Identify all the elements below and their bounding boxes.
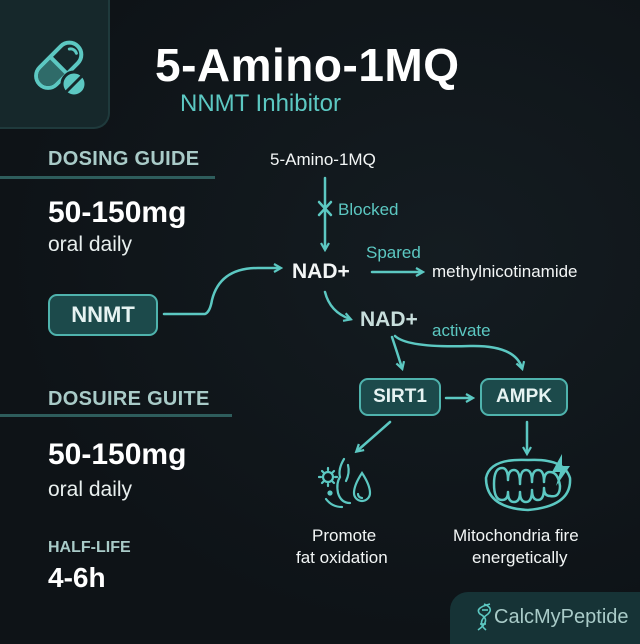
half-life-value: 4-6h: [48, 562, 106, 593]
outcome-mito-line1: Mitochondria fire: [453, 526, 579, 545]
divider: [0, 176, 215, 179]
activate-label: activate: [432, 321, 491, 340]
outcome-fat-line1: Promote: [312, 526, 377, 545]
nnmt-node: NNMT: [48, 294, 158, 336]
spared-label: Spared: [366, 243, 421, 262]
divider-2: [0, 414, 232, 417]
dose-route-2: oral daily: [48, 478, 133, 501]
product-label: methylnicotinamide: [432, 262, 578, 281]
brand-name: CalcMyPeptide: [494, 606, 629, 628]
dose-value-2: 50-150mg: [48, 438, 187, 471]
page-title: 5-Amino-1MQ: [155, 39, 460, 91]
ampk-node: AMPK: [480, 378, 568, 416]
footer-brand-bar: [450, 592, 640, 644]
mitochondria-lightning-icon: [484, 454, 572, 512]
dosing-guide-heading: DOSING GUIDE: [48, 148, 200, 170]
dose-route: oral daily: [48, 233, 133, 256]
nad-node-1: NAD+: [292, 260, 350, 283]
blocked-label: Blocked: [338, 200, 399, 219]
half-life-heading: HALF-LIFE: [48, 539, 131, 556]
sirt1-node: SIRT1: [359, 378, 441, 416]
dosing-guide-heading-2: DOSUIRE GUITE: [48, 388, 210, 410]
page-subtitle: NNMT Inhibitor: [180, 90, 341, 117]
nad-node-2: NAD+: [360, 308, 418, 331]
logo-tile: [0, 0, 110, 129]
pill-capsule-icon: [34, 40, 88, 98]
dose-value: 50-150mg: [48, 196, 187, 229]
fat-droplet-flame-icon: [318, 457, 372, 509]
outcome-fat-line2: fat oxidation: [296, 548, 388, 567]
source-compound-label: 5-Amino-1MQ: [270, 150, 376, 169]
outcome-mito-line2: energetically: [472, 548, 568, 567]
dna-helix-icon: [477, 603, 492, 631]
